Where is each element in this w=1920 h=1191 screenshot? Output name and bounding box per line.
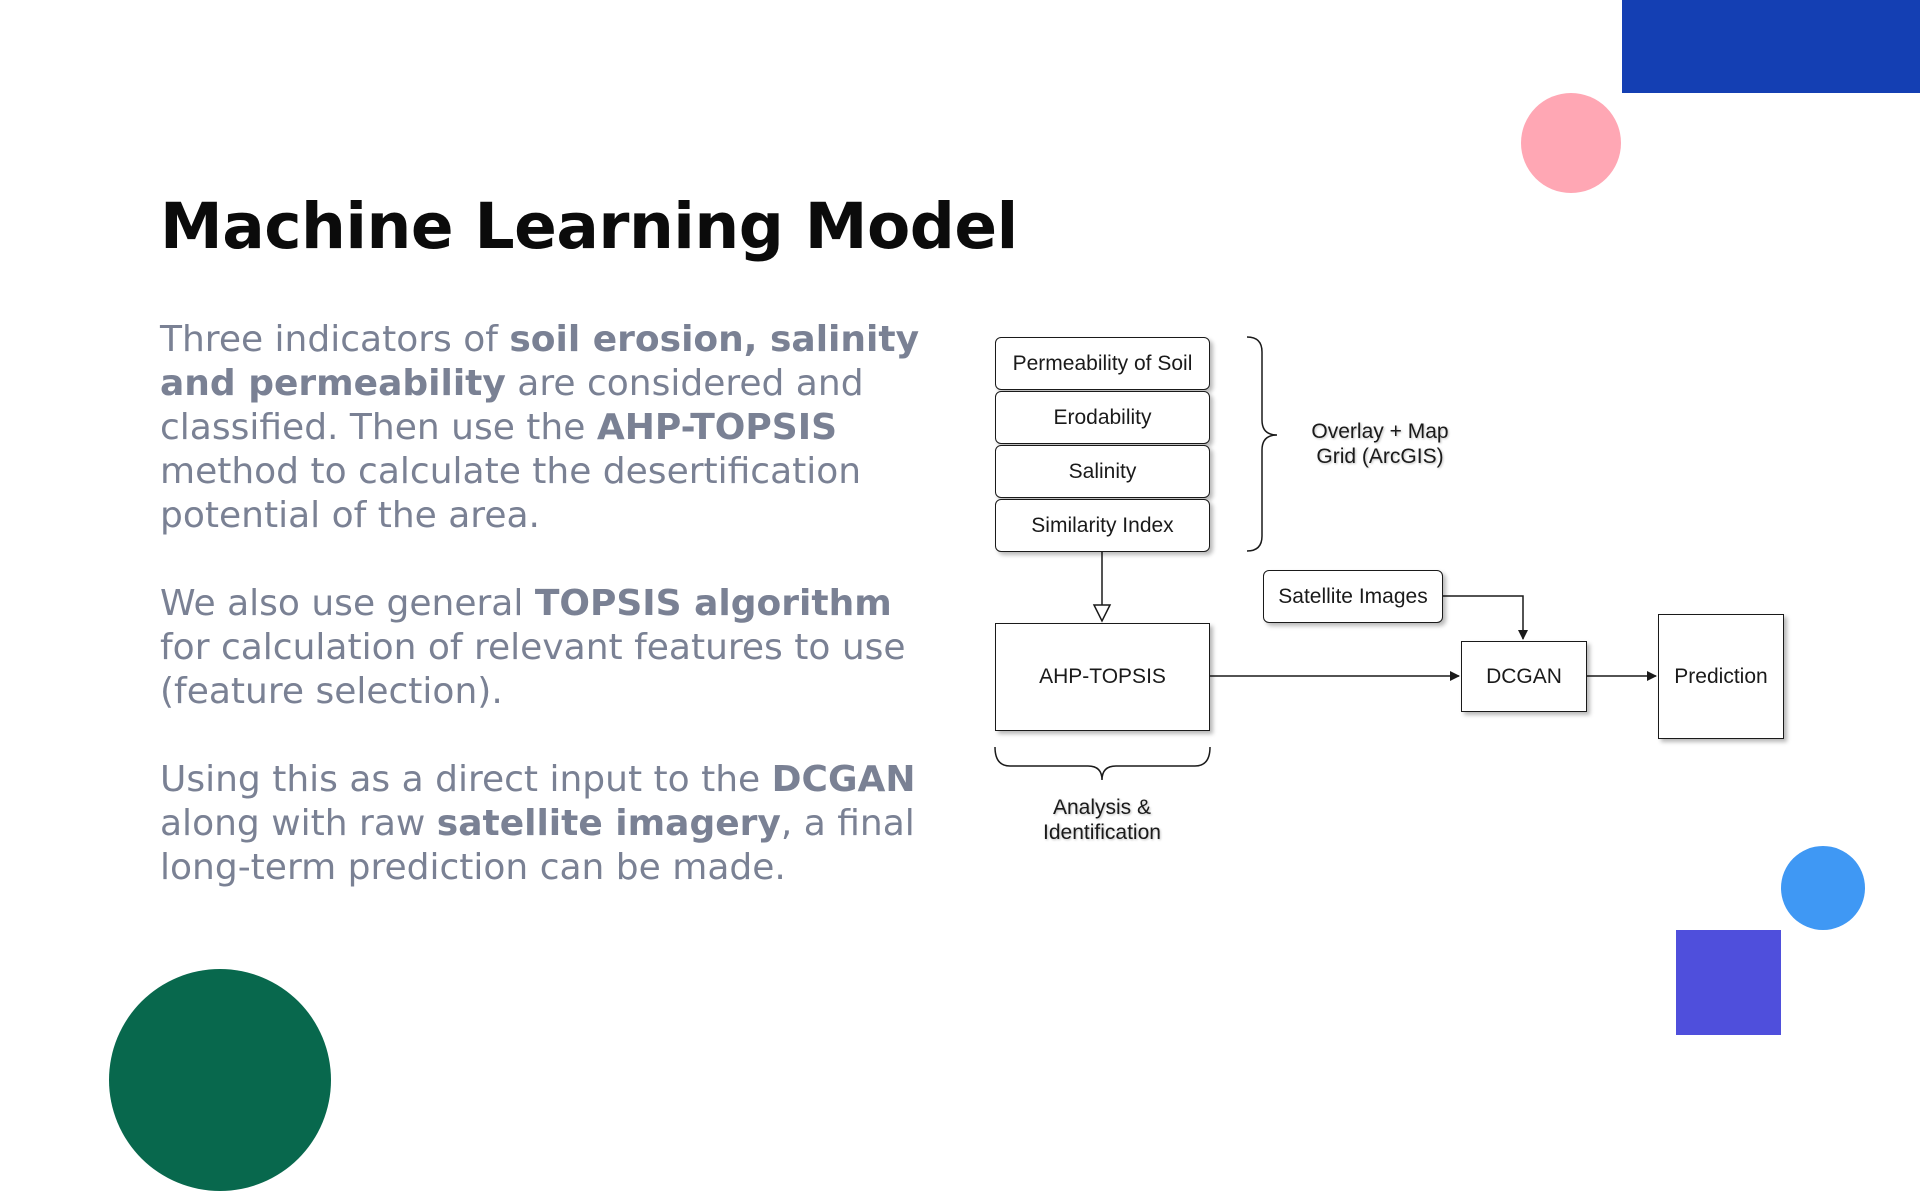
- node-label: Satellite Images: [1278, 584, 1428, 608]
- paragraph-dcgan: Using this as a direct input to the DCGA…: [160, 758, 940, 890]
- node-satellite-images: Satellite Images: [1263, 570, 1443, 623]
- label-overlay-map-grid: Overlay + Map Grid (ArcGIS): [1280, 419, 1480, 469]
- text-run: for calculation of relevant features to …: [160, 627, 906, 712]
- node-label: Salinity: [1068, 459, 1137, 483]
- node-label: Erodability: [1053, 405, 1152, 429]
- node-label: Prediction: [1674, 664, 1768, 688]
- edge-satellite-to-dcgan: [1443, 595, 1528, 640]
- curly-brace-indicators: [1246, 336, 1278, 552]
- label-line: Overlay + Map: [1311, 420, 1449, 443]
- deco-pink-circle: [1521, 93, 1621, 193]
- text-run-bold: TOPSIS algorithm: [534, 583, 892, 624]
- node-label: Permeability of Soil: [1012, 351, 1193, 375]
- text-run-bold: soil erosion, salinity and permeability: [160, 319, 920, 404]
- text-run: are considered and classified. Then use …: [160, 363, 864, 448]
- text-run: , a final long-term prediction can be ma…: [160, 803, 915, 888]
- node-label: Similarity Index: [1031, 513, 1174, 537]
- deco-light-blue-circle: [1781, 846, 1865, 930]
- text-run: Three indicators of: [160, 319, 510, 360]
- node-salinity: Salinity: [995, 445, 1210, 498]
- label-line: Grid (ArcGIS): [1316, 445, 1444, 468]
- node-similarity-index: Similarity Index: [995, 499, 1210, 552]
- label-line: Analysis &: [1052, 796, 1152, 819]
- curly-brace-analysis: [994, 746, 1211, 781]
- node-erodability: Erodability: [995, 391, 1210, 444]
- node-label: AHP-TOPSIS: [1039, 665, 1166, 688]
- node-permeability-of-soil: Permeability of Soil: [995, 337, 1210, 390]
- node-ahp-topsis: AHP-TOPSIS: [995, 623, 1210, 731]
- paragraph-indicators: Three indicators of soil erosion, salini…: [160, 318, 940, 538]
- hollow-arrowhead: [1092, 604, 1112, 623]
- diagram-connectors: [994, 336, 1657, 781]
- text-run: along with raw: [160, 803, 437, 844]
- deco-indigo-square: [1676, 930, 1781, 1035]
- text-run: We also use general: [160, 583, 535, 624]
- text-run-bold: DCGAN: [771, 759, 916, 800]
- text-run-bold: AHP-TOPSIS: [596, 407, 838, 448]
- label-line: Identification: [1043, 821, 1161, 844]
- paragraph-topsis: We also use general TOPSIS algorithm for…: [160, 582, 940, 714]
- text-run: Using this as a direct input to the: [160, 759, 772, 800]
- node-dcgan: DCGAN: [1461, 641, 1587, 712]
- node-label: DCGAN: [1486, 664, 1562, 688]
- text-run: method to calculate the desertification …: [160, 451, 862, 536]
- text-run-bold: satellite imagery: [436, 803, 781, 844]
- label-analysis-identification: Analysis & Identification: [1002, 795, 1202, 845]
- slide-title: Machine Learning Model: [160, 190, 1018, 263]
- deco-blue-rectangle: [1622, 0, 1920, 93]
- node-prediction: Prediction: [1658, 614, 1784, 739]
